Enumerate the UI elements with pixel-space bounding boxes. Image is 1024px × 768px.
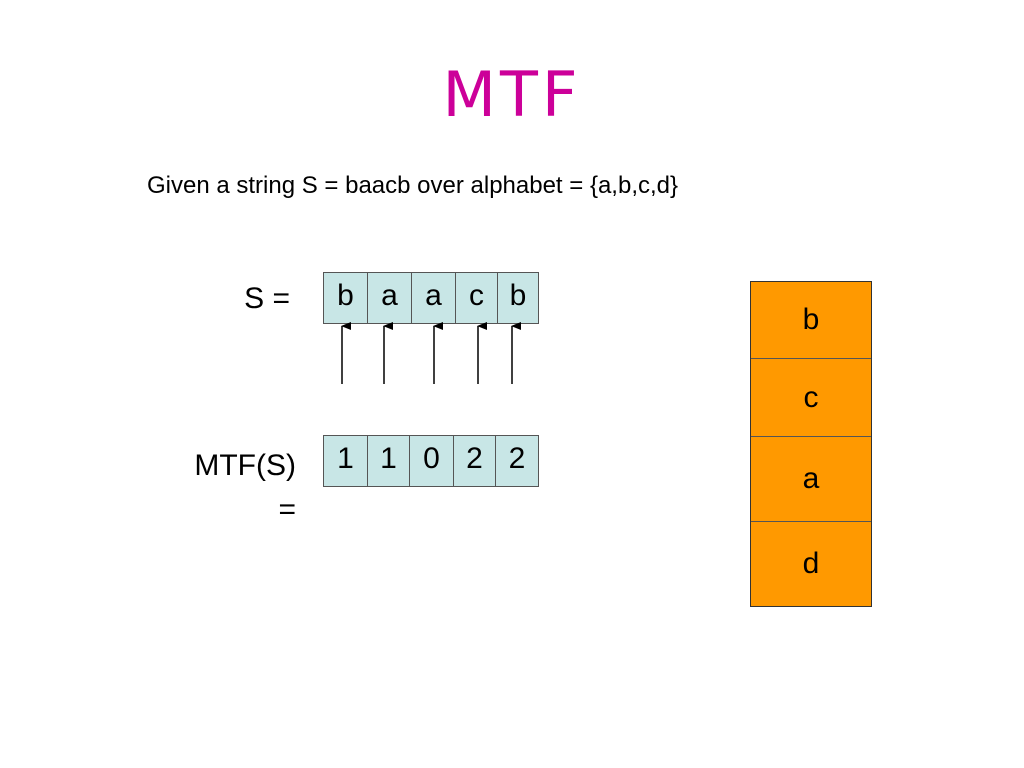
s-cell: b xyxy=(498,273,538,323)
s-cell: c xyxy=(456,273,498,323)
alphabet-list-stack: b c a d xyxy=(750,281,872,607)
slide-title: MTF xyxy=(442,58,582,131)
s-cell: a xyxy=(368,273,412,323)
s-cell: a xyxy=(412,273,456,323)
mtf-cell: 0 xyxy=(410,436,454,486)
mtf-output-cells: 1 1 0 2 2 xyxy=(323,435,539,487)
mtf-cell: 1 xyxy=(324,436,368,486)
mtf-cell: 2 xyxy=(454,436,496,486)
string-s-cells: b a a c b xyxy=(323,272,539,324)
stack-cell: c xyxy=(751,359,871,437)
mtf-label: MTF(S) = xyxy=(150,444,296,532)
s-label: S = xyxy=(244,282,290,315)
mtf-label-line1: MTF(S) xyxy=(194,449,296,482)
stack-cell: b xyxy=(751,282,871,359)
mtf-label-line2: = xyxy=(278,493,296,526)
mtf-cell: 1 xyxy=(368,436,410,486)
stack-cell: d xyxy=(802,547,820,580)
problem-statement: Given a string S = baacb over alphabet =… xyxy=(147,172,679,199)
mtf-cell: 2 xyxy=(496,436,538,486)
s-cell: b xyxy=(324,273,368,323)
stack-cell: a xyxy=(751,437,871,522)
